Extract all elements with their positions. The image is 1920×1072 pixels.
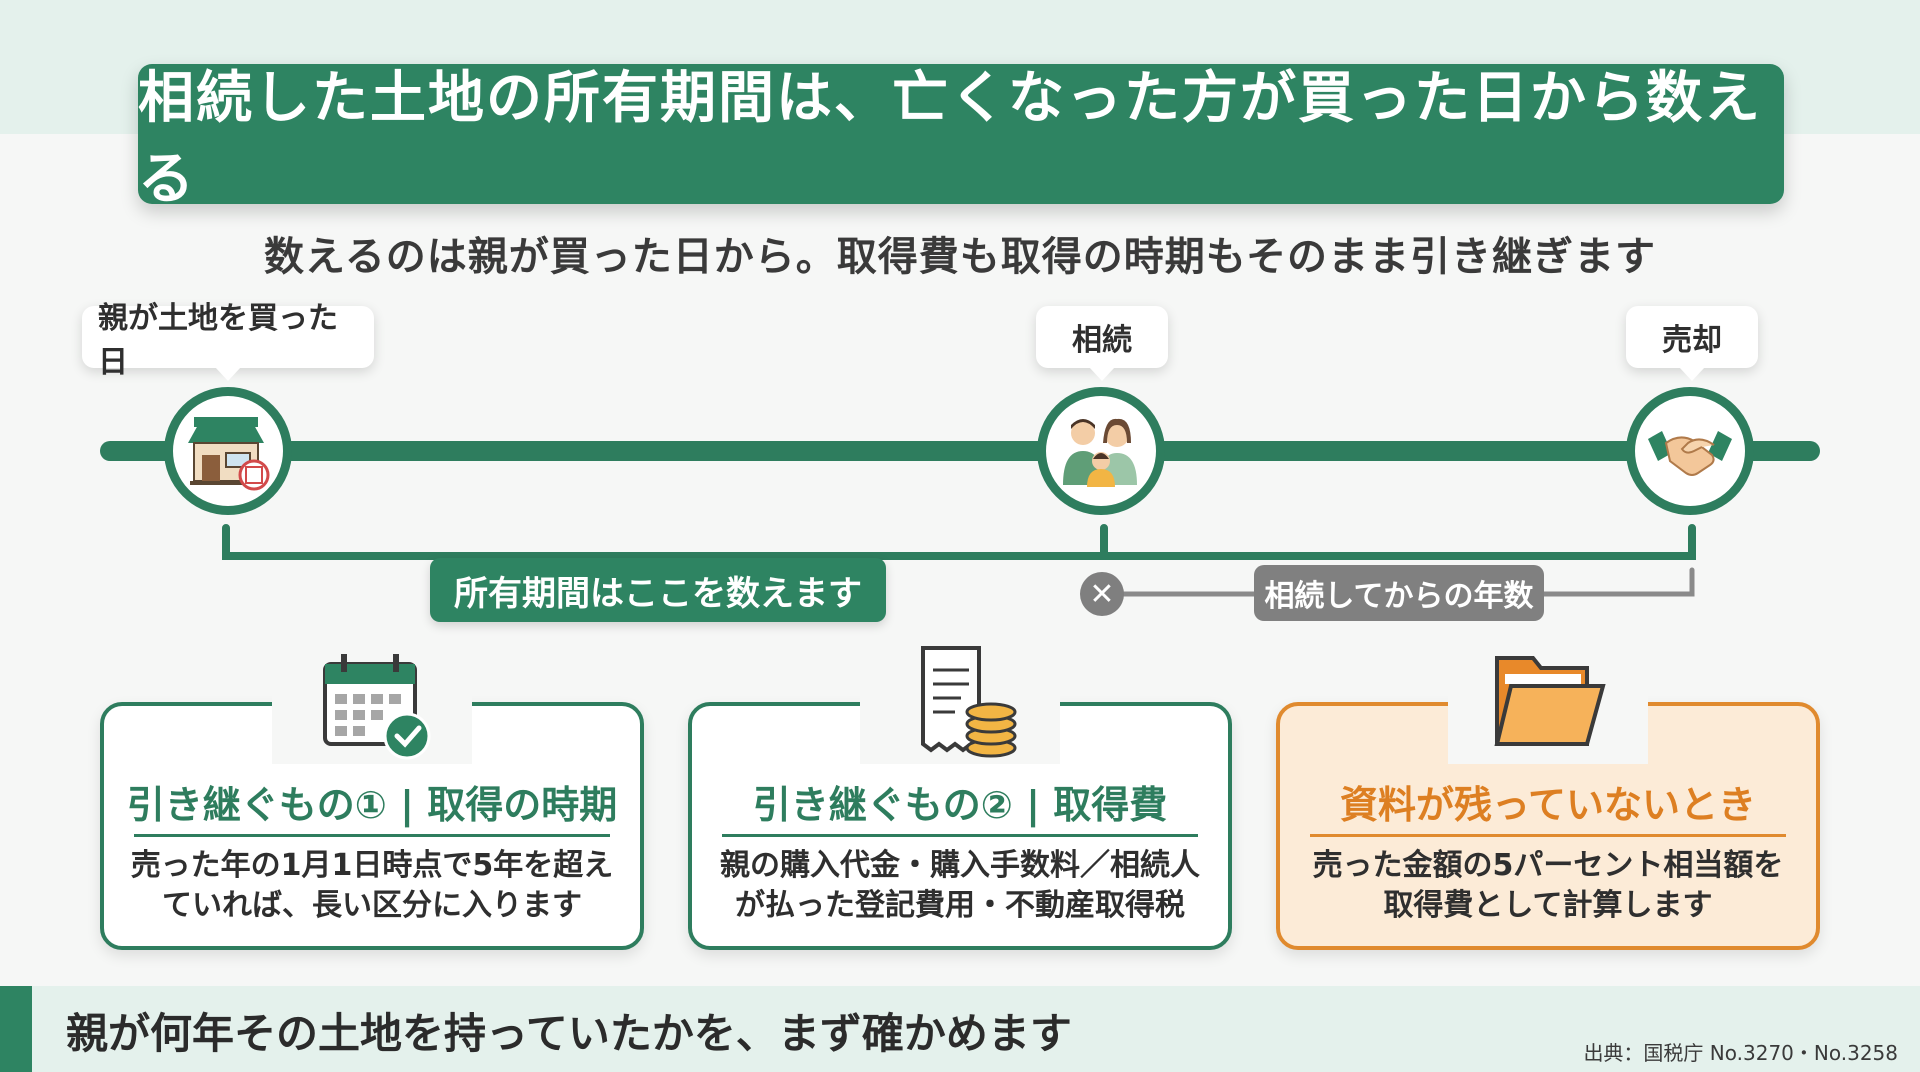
calendar-check-icon — [323, 654, 431, 760]
node-purchase — [164, 387, 292, 515]
card-divider — [1310, 834, 1786, 837]
card-divider — [134, 834, 610, 837]
footer-message: 親が何年その土地を持っていたかを、まず確かめます — [66, 1009, 1072, 1058]
house-icon — [188, 417, 270, 491]
title-banner: 相続した土地の所有期間は、亡くなった方が買った日から数える — [138, 64, 1784, 212]
card-title: 資料が残っていないとき — [1339, 783, 1757, 827]
footer-band — [0, 986, 1920, 1072]
callout-purchase: 親が土地を買った日 — [82, 301, 374, 381]
wrong-mark-icon: ✕ — [1080, 572, 1124, 616]
subtitle: 数えるのは親が買った日から。取得費も取得の時期もそのまま引き継ぎます — [264, 234, 1656, 280]
callout-purchase-label: 親が土地を買った日 — [98, 301, 338, 380]
family-icon — [1063, 418, 1137, 487]
receipt-coins-icon — [921, 646, 1017, 758]
footer-accent — [0, 986, 32, 1072]
node-inheritance — [1037, 387, 1165, 515]
card-body: 売った金額の5パーセント相当額を 取得費として計算します — [1312, 848, 1784, 923]
handshake-icon — [1648, 431, 1732, 476]
card-body: 売った年の1月1日時点で5年を超え ていれば、長い区分に入ります — [130, 848, 614, 923]
page-title: 相続した土地の所有期間は、亡くなった方が買った日から数える — [138, 66, 1762, 212]
card-body: 親の購入代金・購入手数料／相続人 が払った登記費用・不動産取得税 — [720, 848, 1200, 923]
node-sale — [1626, 387, 1754, 515]
callout-sale-label: 売却 — [1662, 323, 1722, 358]
card-acquisition-cost: 引き継ぐもの② | 取得費 親の購入代金・購入手数料／相続人 が払った登記費用・… — [688, 644, 1232, 950]
card-title: 引き継ぐもの① | 取得の時期 — [126, 783, 618, 827]
callout-inheritance: 相続 — [1036, 306, 1168, 381]
timeline-line — [100, 441, 1820, 461]
callout-sale: 売却 — [1626, 306, 1758, 381]
years-since-inheritance-label: 相続してからの年数 — [1254, 565, 1544, 621]
callout-inheritance-label: 相続 — [1072, 323, 1132, 358]
card-acquisition-date: 引き継ぐもの① | 取得の時期 売った年の1月1日時点で5年を超え ていれば、長… — [100, 644, 644, 950]
card-icon-holder — [272, 644, 472, 764]
source-citation: 出典：国税庁 No.3270・No.3258 — [1583, 1041, 1898, 1065]
card-no-records: 資料が残っていないとき 売った金額の5パーセント相当額を 取得費として計算します — [1276, 644, 1820, 950]
ownership-period-label: 所有期間はここを数えます — [430, 558, 886, 622]
card-divider — [722, 834, 1198, 837]
card-icon-holder — [860, 644, 1060, 764]
card-title: 引き継ぐもの② | 取得費 — [752, 783, 1168, 827]
card-icon-holder — [1448, 644, 1648, 764]
folder-icon — [1494, 656, 1606, 746]
